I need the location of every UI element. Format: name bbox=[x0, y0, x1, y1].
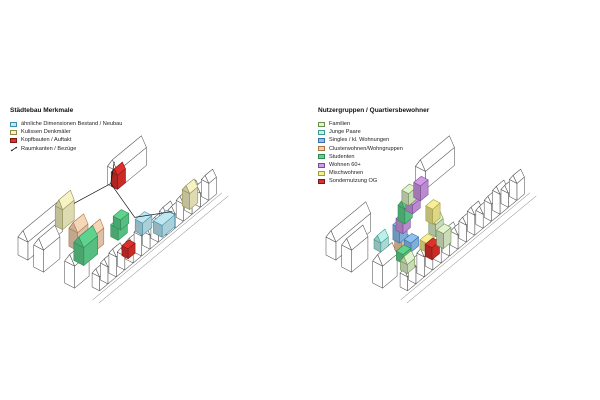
legend-label: Kopfbauten / Auftakt bbox=[21, 137, 72, 144]
legend-label: Singles / kl. Wohnungen bbox=[329, 137, 390, 144]
legend-swatch bbox=[318, 154, 325, 160]
legend-swatch bbox=[10, 121, 17, 127]
green-block-3-top bbox=[112, 209, 130, 221]
monument-block-2-gable bbox=[181, 185, 190, 194]
legend-label: Raumkanten / Bezüge bbox=[21, 145, 77, 152]
legend-swatch bbox=[10, 137, 17, 143]
monument-block-1-gable bbox=[54, 199, 63, 210]
user-group-block-gable bbox=[397, 200, 406, 210]
user-group-block-gable bbox=[400, 256, 408, 265]
legend-swatch bbox=[318, 146, 325, 152]
right-legend-item: Mischwohnen bbox=[318, 169, 403, 177]
legend-label: Kulissen Denkmäler bbox=[21, 129, 71, 136]
existing-block-a-gable bbox=[341, 238, 352, 251]
terrace-house-gable bbox=[450, 226, 459, 236]
terrace-house-gable bbox=[91, 268, 100, 278]
cyan-block-2-top bbox=[153, 210, 176, 226]
user-group-block-top bbox=[419, 233, 435, 244]
right-legend-item: Junge Paare bbox=[318, 128, 403, 136]
relation-arrows bbox=[73, 161, 173, 218]
terrace-house-gable bbox=[475, 206, 484, 215]
legend-swatch bbox=[318, 162, 325, 168]
legend-label: Familien bbox=[329, 121, 351, 128]
terrace-house-gable bbox=[483, 196, 492, 205]
back-block-1-gable bbox=[17, 230, 29, 243]
terrace-house-gable bbox=[509, 175, 518, 184]
terrace-house-gable bbox=[416, 248, 425, 258]
terrace-house-gable bbox=[201, 175, 210, 184]
user-group-block-top bbox=[396, 244, 411, 255]
right-panel-title: Nutzergruppen / Quartiersbewohner bbox=[318, 107, 430, 114]
existing-block-b-gable bbox=[64, 254, 75, 267]
legend-swatch bbox=[10, 129, 17, 135]
user-group-block-top bbox=[436, 223, 452, 234]
legend-swatch bbox=[318, 178, 325, 184]
user-group-block-top bbox=[413, 175, 429, 187]
right-legend-item: Singles / kl. Wohnungen bbox=[318, 136, 403, 144]
legend-swatch bbox=[318, 121, 325, 127]
double-arrow-icon bbox=[10, 146, 18, 151]
right-legend-item: Studenten bbox=[318, 153, 403, 161]
monument-block-1-side bbox=[54, 205, 63, 230]
existing-block-b-gable bbox=[372, 254, 383, 267]
legend-swatch bbox=[318, 129, 325, 135]
right-legend-item: Clusterwohnen/Wohngruppen bbox=[318, 145, 403, 153]
right-legend-item: Familien bbox=[318, 120, 403, 128]
terrace-house-gable bbox=[458, 216, 467, 226]
user-group-block-top bbox=[425, 199, 441, 210]
terrace-house-gable bbox=[467, 206, 476, 216]
legend-label: Mischwohnen bbox=[329, 170, 364, 177]
terrace-house-gable bbox=[100, 258, 109, 268]
legend-label: Clusterwohnen/Wohngruppen bbox=[329, 145, 403, 152]
legend-label: ähnliche Dimensionen Bestand / Neubau bbox=[21, 121, 123, 128]
legend-label: Studenten bbox=[329, 153, 355, 160]
legend-label: Sondernutzung OG bbox=[329, 178, 378, 185]
legend-swatch bbox=[318, 170, 325, 176]
street-edge bbox=[400, 192, 537, 304]
cyan-block-1-top bbox=[134, 211, 153, 224]
green-block-1-gable bbox=[73, 236, 85, 248]
terrace-house-gable bbox=[108, 248, 117, 258]
peach-block-1-gable bbox=[68, 222, 78, 233]
right-legend-item: Wohnen 60+ bbox=[318, 161, 403, 169]
terrace-house-gable bbox=[492, 186, 501, 195]
terrace-house-gable bbox=[167, 206, 176, 215]
back-block-2-gable bbox=[415, 159, 426, 172]
street-edge bbox=[92, 192, 229, 304]
left-legend-item: Kulissen Denkmäler bbox=[10, 128, 122, 136]
legend-label: Junge Paare bbox=[329, 129, 361, 136]
existing-block-a-gable bbox=[33, 238, 44, 251]
left-panel-title: Städtebau Merkmale bbox=[10, 107, 74, 114]
back-block-1-gable bbox=[325, 230, 337, 243]
terrace-house-gable bbox=[175, 196, 184, 205]
terrace-house-side bbox=[416, 252, 425, 278]
left-legend-item: Kopfbauten / Auftakt bbox=[10, 136, 122, 144]
user-group-block-gable bbox=[373, 235, 382, 244]
left-legend-item: Raumkanten / Bezüge bbox=[10, 145, 122, 153]
left-legend-item: ähnliche Dimensionen Bestand / Neubau bbox=[10, 120, 122, 128]
right-legend-item: Sondernutzung OG bbox=[318, 177, 403, 185]
terrace-house-gable bbox=[500, 185, 509, 194]
legend-label: Wohnen 60+ bbox=[329, 162, 361, 169]
legend-swatch bbox=[318, 137, 325, 143]
user-group-block-top bbox=[403, 233, 419, 244]
red-head-1-top bbox=[121, 239, 136, 250]
terrace-house-side bbox=[108, 252, 117, 278]
